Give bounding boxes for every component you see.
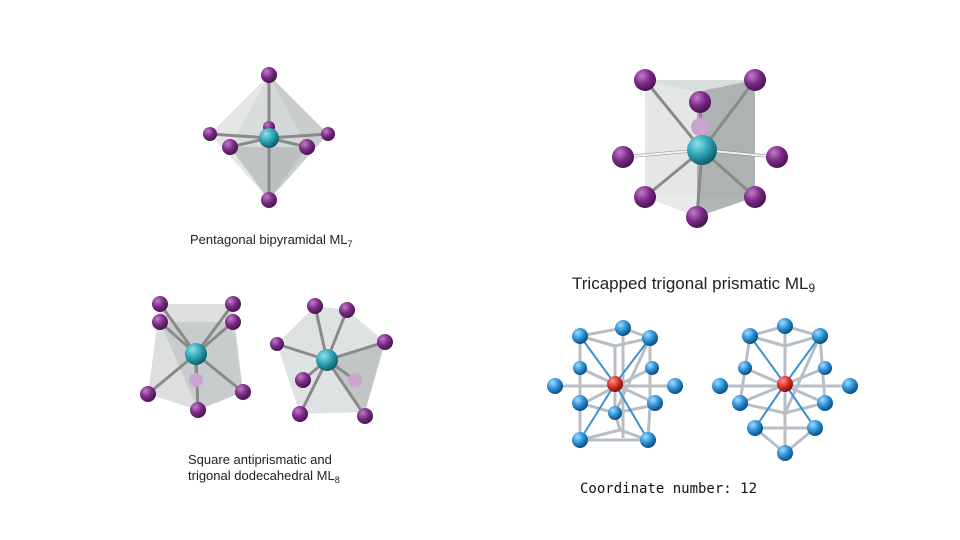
ligand-atom bbox=[152, 296, 168, 312]
ligand-atom bbox=[235, 384, 251, 400]
ligand-atom bbox=[766, 146, 788, 168]
ligand-atom bbox=[348, 373, 362, 387]
ligand-atom bbox=[225, 314, 241, 330]
metal-atom bbox=[607, 376, 623, 392]
ligand-atom bbox=[152, 314, 168, 330]
ligand-atom bbox=[295, 372, 311, 388]
caption-coordination-number: Coordinate number: 12 bbox=[580, 481, 757, 497]
ligand-atom bbox=[222, 139, 238, 155]
pentagonal-bipyramid-figure bbox=[195, 60, 345, 215]
ligand-atom bbox=[190, 402, 206, 418]
caption-line-2: trigonal dodecahedral ML8 bbox=[188, 468, 340, 488]
ligand-atom bbox=[612, 146, 634, 168]
trigonal-dodecahedron-figure bbox=[265, 292, 400, 427]
ligand-atom bbox=[307, 298, 323, 314]
ligand-atom bbox=[321, 127, 335, 141]
ligand-atom bbox=[744, 186, 766, 208]
ligand-atom bbox=[339, 302, 355, 318]
ligand-atom bbox=[299, 139, 315, 155]
ligand-atom bbox=[686, 206, 708, 228]
metal-atom bbox=[185, 343, 207, 365]
ligand-atom bbox=[691, 118, 709, 136]
cn12-cluster-right bbox=[710, 318, 860, 468]
caption-square-antiprismatic-dodecahedral: Square antiprismatic and trigonal dodeca… bbox=[188, 452, 340, 488]
square-antiprism-figure bbox=[138, 292, 258, 422]
ligand-atom bbox=[189, 373, 203, 387]
ligand-atom bbox=[270, 337, 284, 351]
caption-tricapped-trigonal-prismatic: Tricapped trigonal prismatic ML9 bbox=[572, 274, 815, 295]
metal-atom bbox=[777, 376, 793, 392]
tricapped-trigonal-prism-figure bbox=[605, 62, 800, 242]
ligand-atom bbox=[140, 386, 156, 402]
ligand-atom bbox=[357, 408, 373, 424]
ligand-atom bbox=[744, 69, 766, 91]
ligand-atom bbox=[634, 186, 656, 208]
cn12-cluster-left bbox=[540, 318, 690, 468]
ligand-atom bbox=[689, 91, 711, 113]
ligand-atom bbox=[634, 69, 656, 91]
metal-atom bbox=[259, 128, 279, 148]
caption-pentagonal-bipyramidal: Pentagonal bipyramidal ML7 bbox=[190, 232, 353, 249]
metal-atom bbox=[687, 135, 717, 165]
metal-atom bbox=[316, 349, 338, 371]
ligand-atom bbox=[261, 192, 277, 208]
ligand-atom bbox=[203, 127, 217, 141]
ligand-atom bbox=[377, 334, 393, 350]
ligand-atom bbox=[292, 406, 308, 422]
ligand-atom bbox=[225, 296, 241, 312]
ligand-atom bbox=[261, 67, 277, 83]
caption-line-1: Square antiprismatic and bbox=[188, 452, 340, 468]
